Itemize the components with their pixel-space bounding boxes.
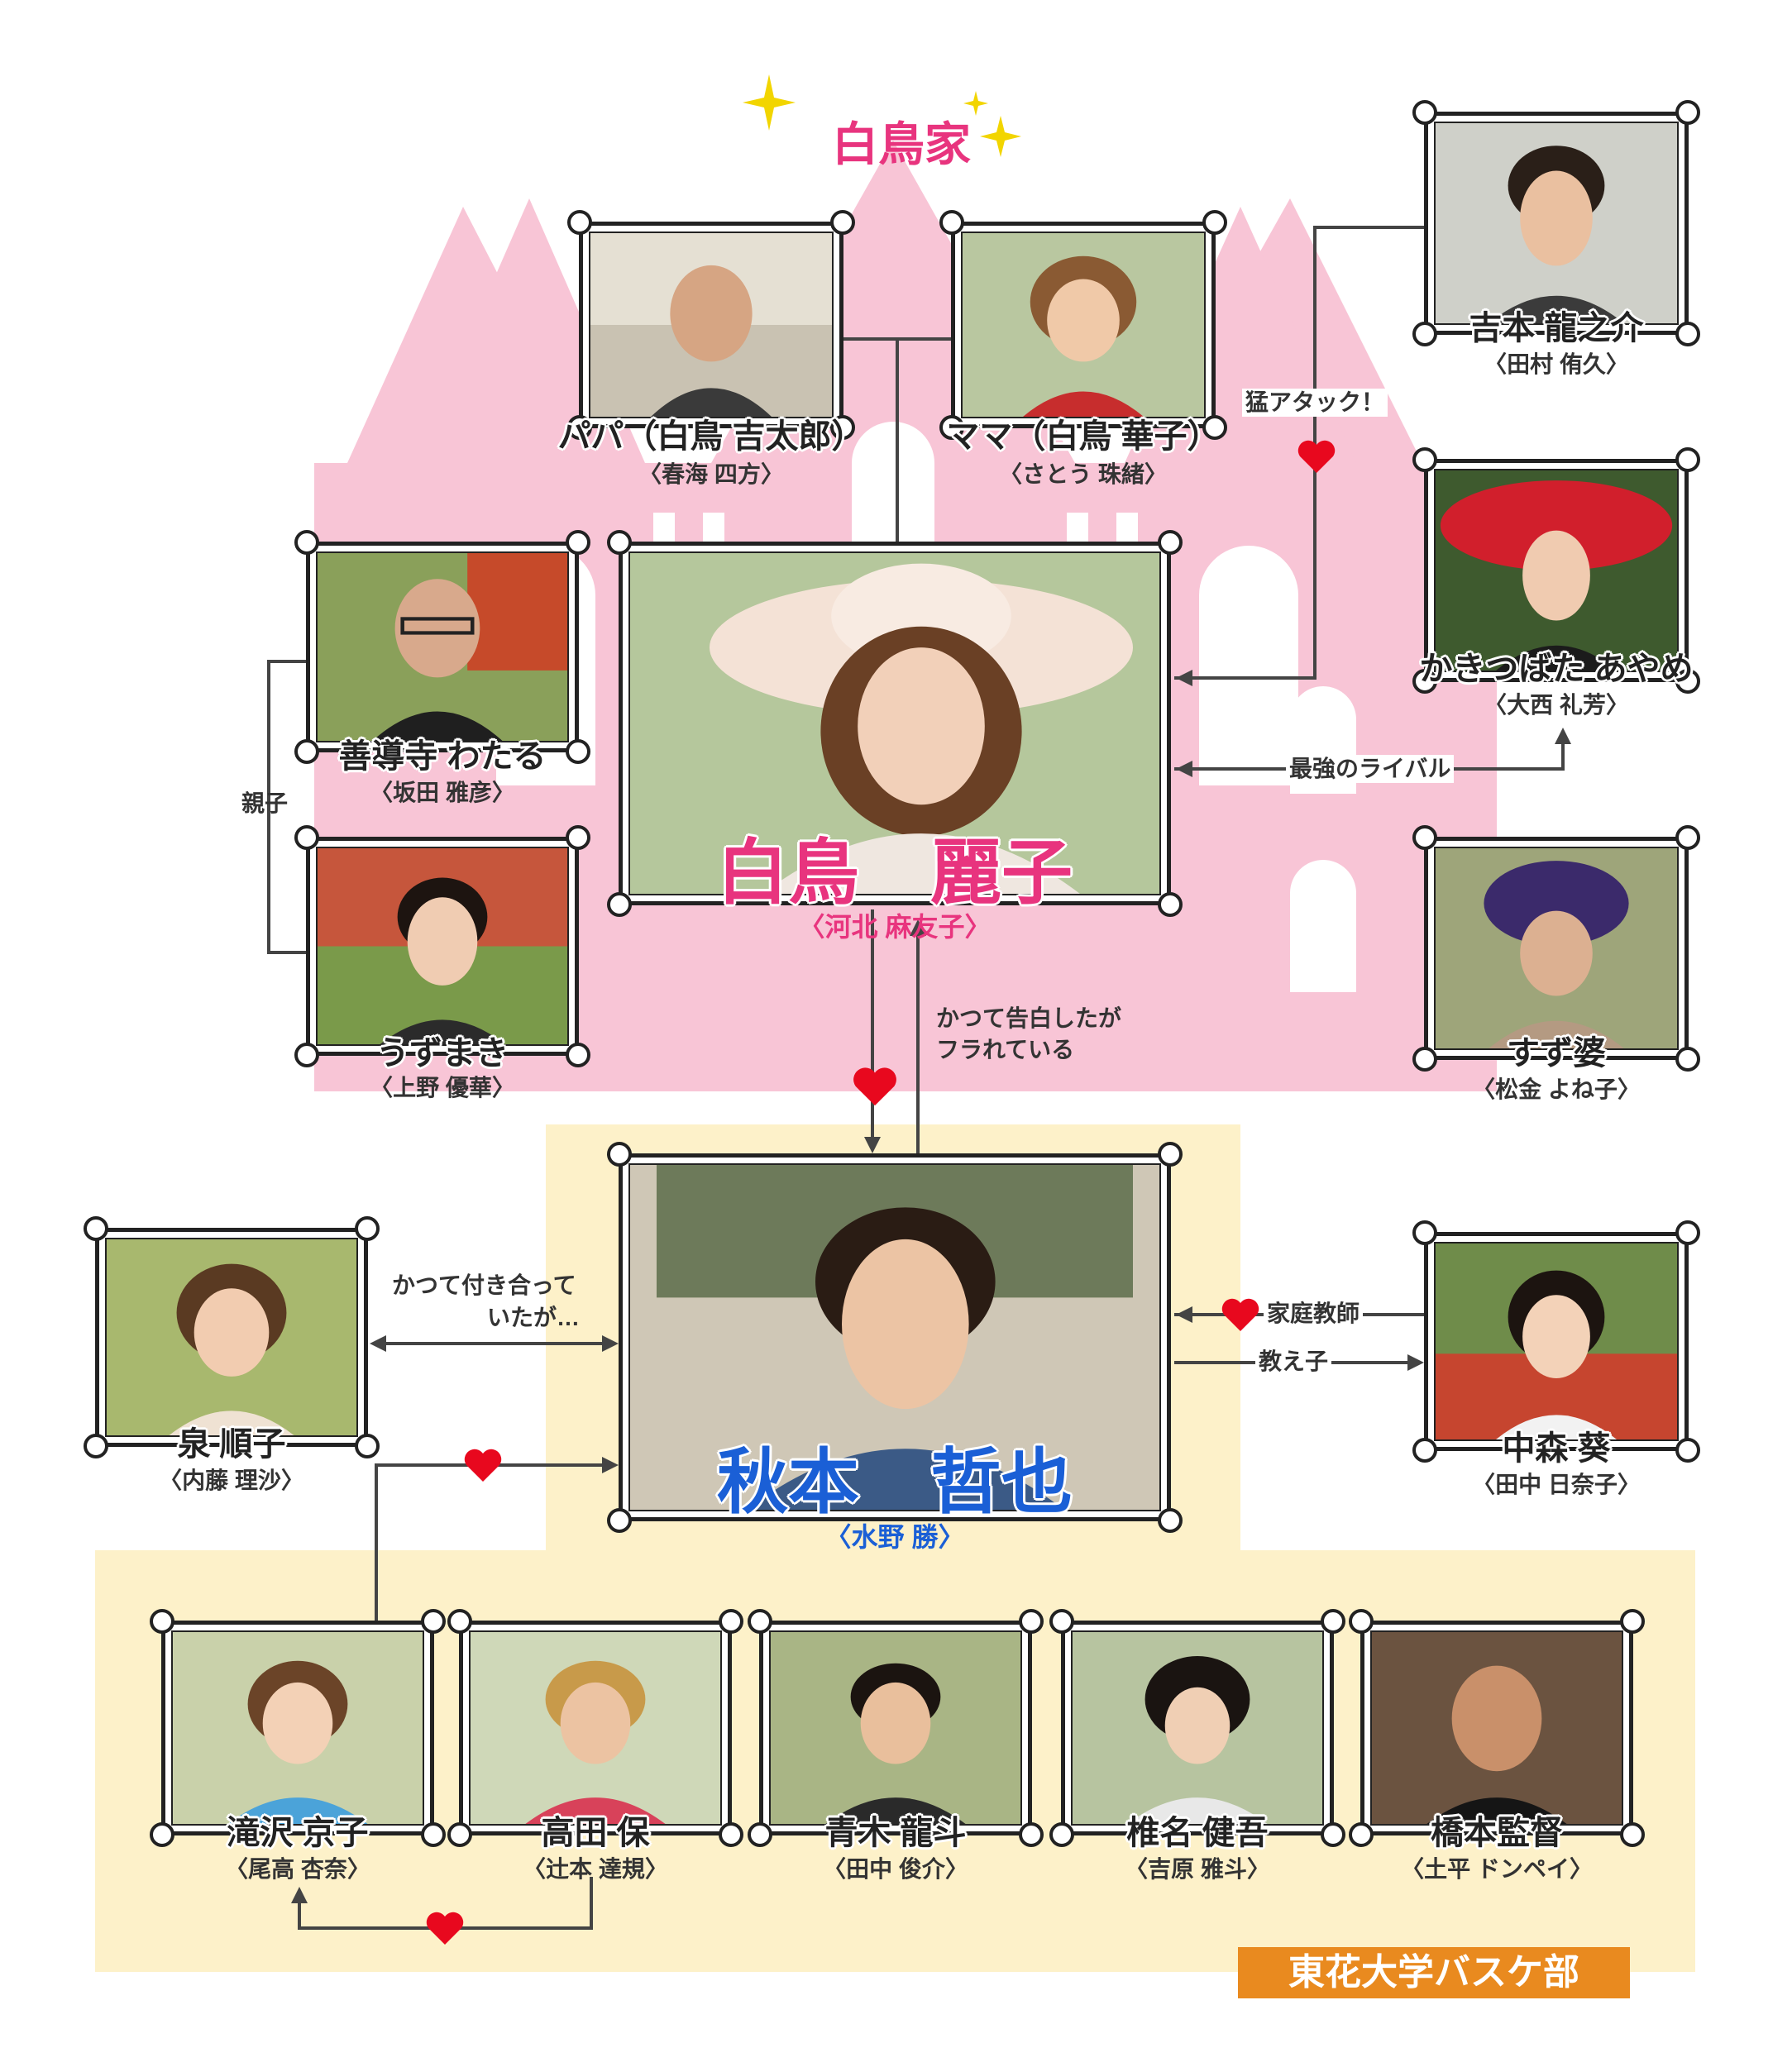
card-nakamori[interactable]: 中森 葵 〈田中 日奈子〉 <box>1412 1220 1700 1497</box>
name-tetsuya: 秋本 哲也 <box>717 1443 1073 1522</box>
name-zendoji: 善導寺 わたる <box>338 738 547 775</box>
card-izumi[interactable]: 泉 順子 〈内藤 理沙〉 <box>84 1216 380 1493</box>
name-takada: 高田 保 <box>541 1815 650 1851</box>
actor-takizawa: 〈尾高 杏奈〉 <box>225 1856 370 1882</box>
actor-takada: 〈辻本 達規〉 <box>523 1856 668 1882</box>
card-zendoji[interactable]: 善導寺 わたる 〈坂田 雅彦〉 <box>294 530 590 805</box>
card-takada[interactable]: 高田 保 〈辻本 達規〉 <box>447 1609 743 1882</box>
name-uzumaki: うずまき <box>376 1035 509 1072</box>
photo-izumi <box>107 1239 356 1435</box>
card-tetsuya[interactable]: 秋本 哲也 〈水野 勝〉 <box>607 1142 1183 1550</box>
arrowheads <box>291 670 1571 1903</box>
heart-icon <box>1297 440 1336 473</box>
card-yoshimoto[interactable]: 吉本 龍之介 〈田村 侑久〉 <box>1412 100 1700 377</box>
card-kakitsubata[interactable]: かきつばた あやめ 〈大西 礼芳〉 <box>1412 447 1700 718</box>
actor-zendoji: 〈坂田 雅彦〉 <box>370 780 515 805</box>
photo-suzu <box>1436 848 1677 1048</box>
actor-nakamori: 〈田中 日奈子〉 <box>1472 1472 1641 1497</box>
actor-mama: 〈さとう 珠緒〉 <box>999 461 1168 487</box>
card-uzumaki[interactable]: うずまき 〈上野 優華〉 <box>294 825 590 1100</box>
relation-label-dated-1: かつて付き合って <box>392 1272 576 1298</box>
relation-label-confess-2: フラれている <box>936 1037 1075 1062</box>
card-shiina[interactable]: 椎名 健吾 〈吉原 雅斗〉 <box>1049 1609 1345 1882</box>
heart-icon <box>853 1067 896 1106</box>
actor-yoshimoto: 〈田村 侑久〉 <box>1484 351 1629 377</box>
name-takizawa: 滝沢 京子 <box>227 1815 369 1851</box>
actor-suzu: 〈松金 よね子〉 <box>1472 1076 1641 1102</box>
photo-papa <box>590 233 832 417</box>
photo-uzumaki <box>318 848 567 1044</box>
heart-icon <box>1221 1298 1259 1331</box>
relation-label-confess-1: かつて告白したが <box>936 1005 1122 1031</box>
actor-reiko: 〈河北 麻友子〉 <box>798 912 992 942</box>
card-suzu[interactable]: すず婆 〈松金 よね子〉 <box>1412 825 1700 1102</box>
card-takizawa[interactable]: 滝沢 京子 〈尾高 杏奈〉 <box>150 1609 446 1882</box>
relation-label-rival: 最強のライバル <box>1286 755 1455 783</box>
photo-aoki <box>771 1632 1020 1824</box>
actor-aoki: 〈田中 俊介〉 <box>823 1856 968 1882</box>
name-nakamori: 中森 葵 <box>1502 1430 1611 1467</box>
name-reiko: 白鳥 麗子 <box>717 833 1073 913</box>
sparkles <box>743 74 1021 157</box>
relation-label-oyako: 親子 <box>241 790 289 816</box>
card-mama[interactable]: ママ（白鳥 華子） 〈さとう 珠緒〉 <box>939 210 1227 487</box>
actor-hashimoto: 〈土平 ドンペイ〉 <box>1401 1856 1593 1882</box>
relation-label-tutor: 家庭教師 <box>1264 1300 1364 1328</box>
relation-label-student: 教え子 <box>1255 1348 1332 1376</box>
photo-reiko <box>630 553 1159 894</box>
name-hashimoto: 橋本監督 <box>1431 1815 1563 1851</box>
relation-label-attack: 猛アタック！ <box>1242 389 1388 417</box>
photo-takada <box>471 1632 720 1824</box>
card-aoki[interactable]: 青木 龍斗 〈田中 俊介〉 <box>748 1609 1044 1882</box>
family-title: 白鳥家 <box>832 117 971 172</box>
actor-izumi: 〈内藤 理沙〉 <box>159 1468 304 1493</box>
actor-papa: 〈春海 四方〉 <box>638 461 784 487</box>
actor-shiina: 〈吉原 雅斗〉 <box>1125 1856 1270 1882</box>
relation-label-dated-2: いたが… <box>487 1305 581 1330</box>
name-izumi: 泉 順子 <box>177 1426 286 1463</box>
name-yoshimoto: 吉本 龍之介 <box>1469 310 1644 346</box>
name-mama: ママ（白鳥 華子） <box>946 418 1221 455</box>
name-kakitsubata: かきつばた あやめ <box>1419 651 1694 687</box>
actor-tetsuya: 〈水野 勝〉 <box>824 1522 965 1552</box>
photo-yoshimoto <box>1436 123 1677 323</box>
card-reiko[interactable]: 白鳥 麗子 〈河北 麻友子〉 <box>607 530 1183 940</box>
heart-icon <box>426 1912 464 1945</box>
name-aoki: 青木 龍斗 <box>824 1815 967 1851</box>
name-papa: パパ（白鳥 吉太郎） <box>557 418 865 455</box>
actor-uzumaki: 〈上野 優華〉 <box>370 1075 515 1100</box>
card-papa[interactable]: パパ（白鳥 吉太郎） 〈春海 四方〉 <box>557 210 865 487</box>
photo-kakitsubata <box>1436 470 1677 671</box>
photo-shiina <box>1073 1632 1322 1824</box>
photo-zendoji <box>318 553 567 741</box>
name-shiina: 椎名 健吾 <box>1126 1815 1269 1851</box>
card-hashimoto[interactable]: 橋本監督 〈土平 ドンペイ〉 <box>1349 1609 1645 1882</box>
photo-hashimoto <box>1372 1632 1622 1824</box>
photo-takizawa <box>173 1632 423 1824</box>
photo-tetsuya <box>630 1165 1159 1510</box>
actor-kakitsubata: 〈大西 礼芳〉 <box>1484 692 1629 718</box>
photo-nakamori <box>1436 1244 1677 1439</box>
heart-icon <box>464 1449 502 1482</box>
photo-mama <box>963 233 1204 417</box>
team-title: 東花大学バスケ部 <box>1238 1947 1630 1998</box>
name-suzu: すず婆 <box>1507 1035 1606 1072</box>
